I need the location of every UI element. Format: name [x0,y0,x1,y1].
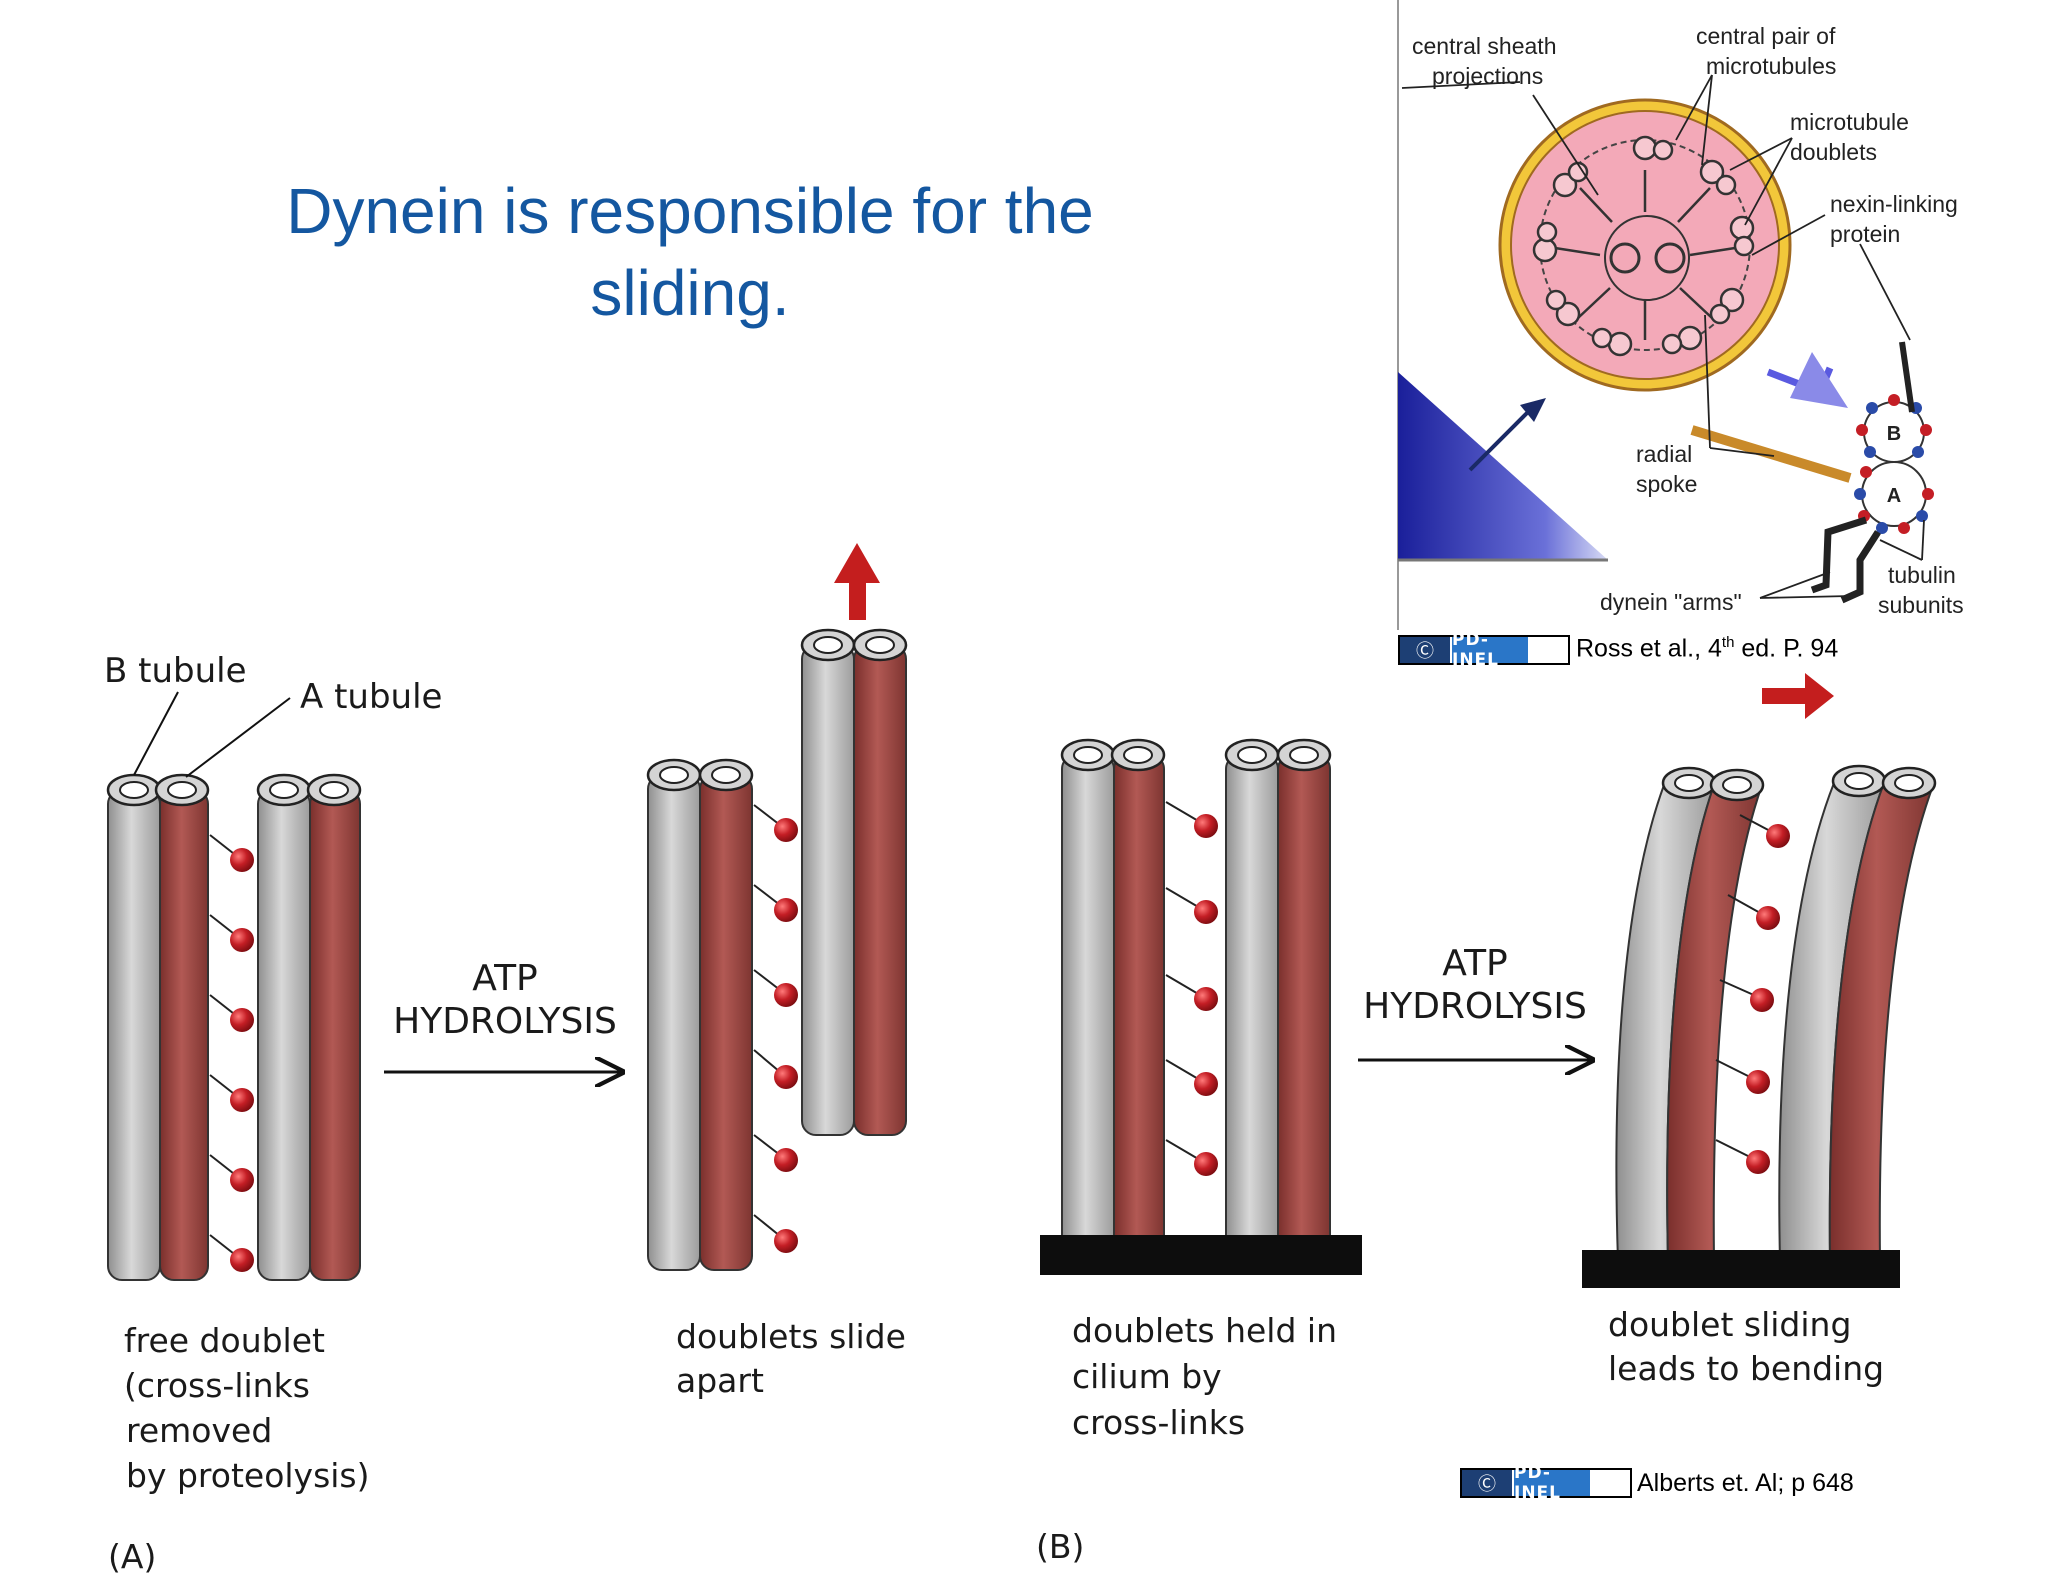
svg-text:(cross-links: (cross-links [124,1366,310,1405]
svg-text:subunits: subunits [1878,592,1964,618]
axoneme-inset: B A central sheath projections [1397,0,2048,630]
doublet-left [106,773,210,1281]
pd-inel-badge-ross: Ⓒ PD-INEL [1398,630,1570,670]
pd-inel-badge-alberts: Ⓒ PD-INEL [1460,1463,1632,1503]
b-tubule-label: B tubule [104,651,247,691]
svg-text:microtubules: microtubules [1706,53,1836,79]
panel-a-label: (A) [108,1537,156,1576]
slide-title: Dynein is responsible for the sliding. [200,170,1180,334]
basal-body-bar-left [1040,1235,1362,1275]
alberts-credit: Alberts et. Al; p 648 [1637,1469,1854,1497]
svg-text:apart: apart [676,1361,764,1400]
red-right-arrow [1762,673,1834,719]
central-microtubule-2 [1654,242,1686,274]
svg-text:doublet sliding: doublet sliding [1608,1305,1851,1344]
caption-free-doublet: free doublet (cross-links removed by pro… [124,1321,370,1495]
dynein-arms-slide [753,804,798,1253]
central-microtubule-1 [1609,242,1641,274]
svg-text:cross-links: cross-links [1072,1403,1245,1442]
svg-text:spoke: spoke [1636,471,1697,497]
caption-slide-apart: doublets slide apart [676,1317,906,1400]
svg-text:tubulin: tubulin [1888,562,1956,588]
inset-letter-b: B [1887,423,1901,445]
doublet-detail: B A [1690,341,1934,604]
caption-bending: doublet sliding leads to bending [1608,1305,1884,1388]
dynein-arm-1 [1810,516,1868,594]
doublet-lower [646,758,754,1271]
svg-text:doublets held in: doublets held in [1072,1311,1337,1350]
curved-doublet-left [1615,766,1765,1263]
inset-letter-a: A [1887,485,1901,507]
svg-text:radial: radial [1636,441,1692,467]
cc-icon: Ⓒ [1400,637,1450,663]
atp-arrow-2: ATP HYDROLYSIS [1358,943,1592,1060]
inset-pointers [1401,74,1925,599]
doublet-upper [800,628,908,1136]
dynein-arm-2 [1840,530,1881,604]
svg-text:cilium by: cilium by [1072,1357,1222,1396]
b-tubule-pointer [133,691,179,776]
panel-b-label: (B) [1036,1527,1084,1566]
red-up-arrow [834,543,880,620]
title-line-1: Dynein is responsible for the [286,175,1094,247]
svg-text:removed: removed [126,1411,272,1450]
title-line-2: sliding. [590,257,790,329]
cell-surface-plane [1398,372,1608,560]
doublet-right [256,773,362,1281]
svg-text:dynein "arms": dynein "arms" [1600,589,1742,615]
bending-group [1582,673,1937,1288]
svg-text:free doublet: free doublet [124,1321,325,1360]
svg-text:central pair of: central pair of [1696,23,1836,49]
dynein-arms-bending [1715,814,1790,1174]
cc-icon: Ⓒ [1462,1470,1512,1496]
outer-doublets [1532,135,1755,357]
ross-credit: Ross et al., 4th ed. P. 94 [1576,634,1839,663]
dynein-arms-a [209,834,254,1272]
svg-text:leads to bending: leads to bending [1608,1349,1884,1388]
dynein-arms-held [1165,801,1218,1176]
atp-label-2: ATP [1442,943,1508,984]
plane-pointer-arrow [1468,408,1532,472]
slide-apart-group [646,543,908,1271]
svg-text:doublets slide: doublets slide [676,1317,906,1356]
caption-held-in-cilium: doublets held in cilium by cross-links [1072,1311,1337,1442]
atp-label-1: ATP [472,958,538,999]
central-sheath [1604,215,1690,301]
nexin-link-detail [1899,341,1915,413]
svg-text:microtubule: microtubule [1790,109,1909,135]
a-tubule-pointer [185,697,291,778]
radial-spoke-detail [1690,425,1852,483]
svg-text:protein: protein [1830,221,1900,247]
svg-text:doublets: doublets [1790,139,1877,165]
basal-body-bar-right [1582,1250,1900,1288]
doublet-b-left [1060,738,1166,1251]
hydrolysis-label-1: HYDROLYSIS [393,1001,617,1042]
doublet-b-right [1224,738,1332,1251]
held-in-cilium-group [1040,738,1362,1275]
free-doublet-group: B tubule A tubule [104,651,442,1281]
svg-text:nexin-linking: nexin-linking [1830,191,1958,217]
svg-text:by proteolysis): by proteolysis) [126,1456,370,1495]
radial-spokes [1554,170,1736,340]
svg-text:central sheath: central sheath [1412,33,1556,59]
svg-text:projections: projections [1432,63,1543,89]
atp-arrow-1: ATP HYDROLYSIS [384,958,622,1072]
a-tubule-label: A tubule [300,677,442,717]
hydrolysis-label-2: HYDROLYSIS [1363,986,1587,1027]
curved-doublet-right [1778,764,1937,1263]
